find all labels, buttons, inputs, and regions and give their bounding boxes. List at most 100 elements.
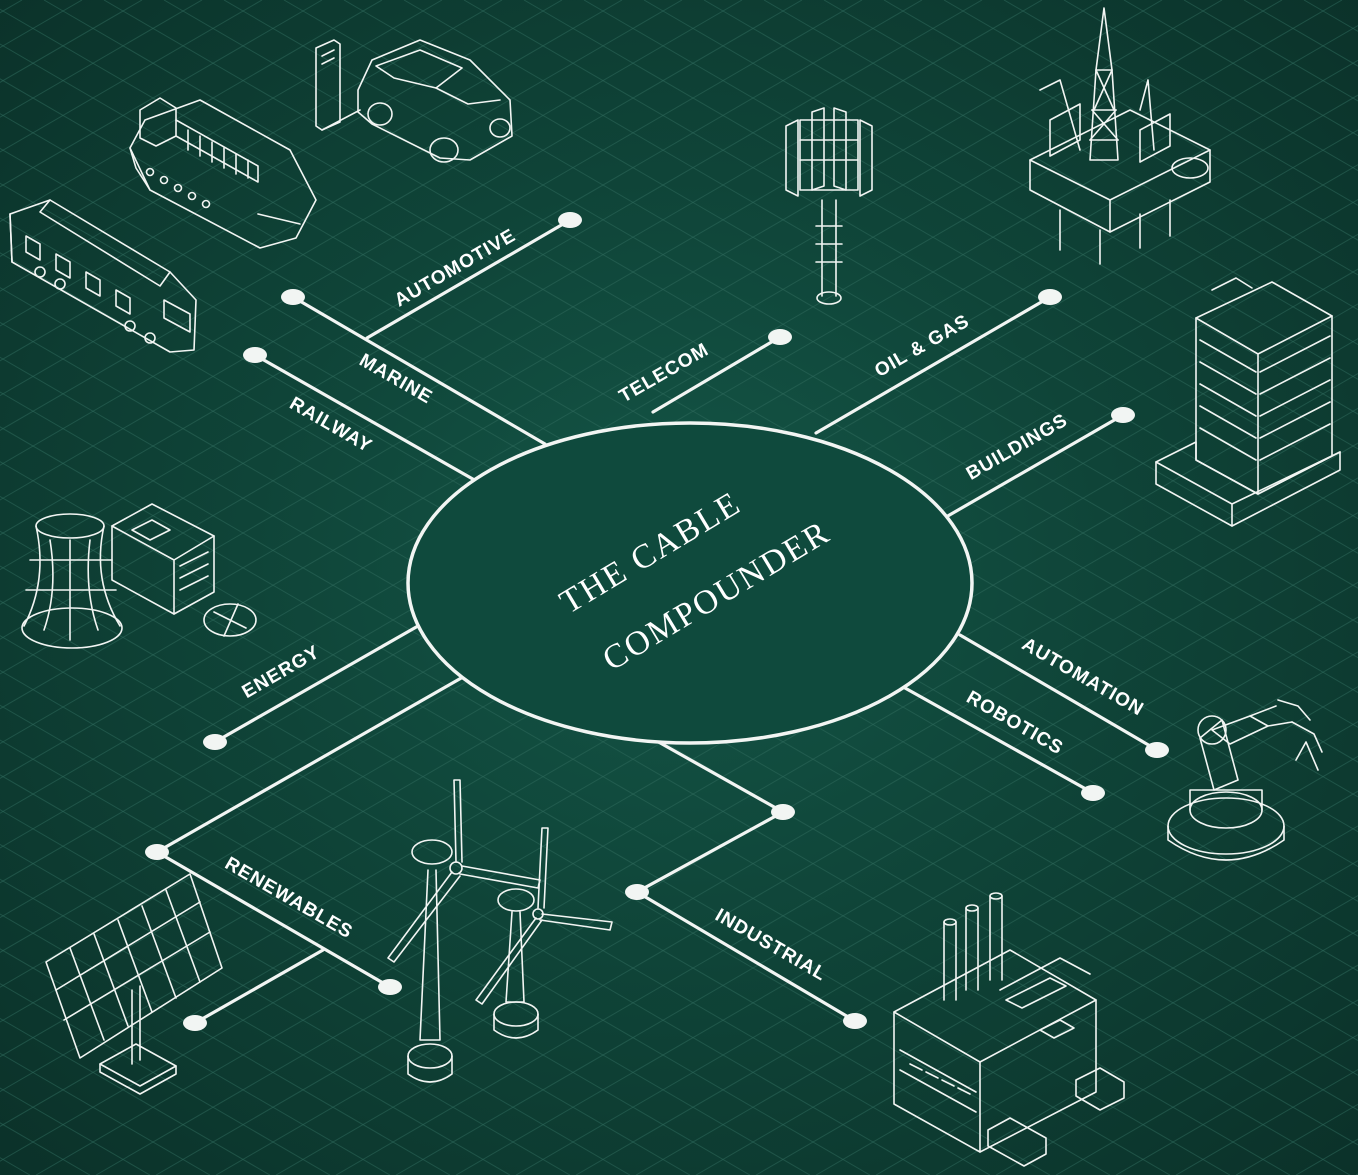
connector-railway [253, 353, 480, 484]
grid-line [0, 0, 803, 466]
grid-line [995, 964, 1358, 1175]
grid-line [943, 0, 1358, 241]
grid-line [0, 0, 1043, 605]
grid-line [0, 635, 931, 1175]
cooling-tower-plant-icon [21, 503, 257, 649]
grid-line [0, 0, 683, 397]
grid-line [155, 477, 1358, 1175]
grid-line [275, 546, 1358, 1175]
grid-line [695, 790, 1358, 1175]
grid-line [103, 0, 1358, 728]
connector-energy [213, 624, 420, 744]
grid-line [0, 0, 1283, 745]
grid-line [95, 442, 1358, 1175]
grid-line [0, 0, 1163, 675]
grid-line [0, 704, 811, 1175]
cell-tower-icon [785, 107, 873, 305]
grid-line [0, 530, 1111, 1175]
oil-rig-icon [1029, 7, 1211, 265]
endpoint-railway [243, 347, 267, 363]
grid-line [0, 0, 983, 571]
cargo-ship-icon [129, 97, 317, 249]
grid-line [0, 495, 1171, 1175]
grid-line [395, 616, 1358, 1175]
connector-buildings [944, 413, 1125, 519]
grid-line [335, 581, 1358, 1175]
solar-panel-icon [45, 873, 223, 1095]
grid-line [0, 0, 623, 362]
connector-robotics [903, 686, 1095, 795]
endpoint-oil-gas [1038, 289, 1062, 305]
grid-line [403, 0, 1358, 554]
wind-turbines-icon [387, 779, 613, 1083]
grid-line [0, 809, 631, 1175]
grid-line [643, 0, 1358, 415]
endpoint-robotics [1081, 785, 1105, 801]
grid-line [0, 0, 863, 501]
ev-charger-car-icon [315, 39, 513, 163]
endpoint-automation [1145, 742, 1169, 758]
grid-line [823, 0, 1358, 311]
connector-automation [958, 633, 1159, 752]
grid-line [935, 929, 1358, 1175]
grid-line [515, 686, 1358, 1175]
connector-renewables-main [155, 675, 465, 989]
grid-line [163, 0, 1358, 694]
grid-line [0, 0, 1223, 710]
grid-line [1175, 1068, 1358, 1175]
connector-renewables-branch [193, 948, 325, 1025]
endpoint-renewables-left [145, 844, 169, 860]
grid-line [875, 894, 1358, 1175]
grid-line [0, 0, 143, 83]
endpoint-renewables-right [378, 979, 402, 995]
grid-line [1055, 999, 1358, 1175]
grid-line [0, 600, 991, 1175]
grid-line [0, 843, 571, 1175]
grid-line [0, 0, 743, 431]
robotic-arm-icon [1167, 699, 1323, 861]
connector-oil-gas [814, 295, 1052, 435]
grid-line [0, 878, 511, 1175]
grid-line [0, 774, 691, 1175]
grid-line [0, 1087, 151, 1175]
endpoint-energy [203, 734, 227, 750]
grid-line [0, 426, 1291, 1175]
grid-line [463, 0, 1358, 520]
endpoint-industrial-end [843, 1013, 867, 1029]
office-building-icon [1155, 277, 1341, 527]
grid-line [0, 0, 923, 536]
grid-line [0, 913, 451, 1175]
train-icon [9, 199, 197, 353]
endpoint-industrial-upper [771, 804, 795, 820]
grid-line [0, 1122, 91, 1175]
connectors [155, 218, 1159, 1025]
endpoint-telecom [768, 329, 792, 345]
connector-telecom [651, 335, 782, 414]
grid-line [43, 0, 1358, 763]
connector-marine [291, 295, 547, 446]
grid-line [343, 0, 1358, 589]
factory-icon [893, 892, 1125, 1167]
grid-line [0, 739, 751, 1175]
grid-line [283, 0, 1358, 624]
grid-line [0, 0, 383, 223]
endpoint-marine [281, 289, 305, 305]
grid-line [0, 461, 1231, 1175]
endpoint-automotive [558, 212, 582, 228]
grid-line [0, 0, 563, 327]
grid-line [575, 720, 1358, 1175]
endpoint-industrial-mid [625, 884, 649, 900]
grid-line [223, 0, 1358, 659]
grid-line [0, 0, 443, 257]
connector-industrial [635, 738, 857, 1023]
endpoint-buildings [1111, 407, 1135, 423]
grid-line [0, 669, 871, 1175]
grid-line [1003, 0, 1358, 206]
hub: THE CABLE COMPOUNDER [406, 421, 974, 745]
connector-automotive [365, 218, 572, 340]
